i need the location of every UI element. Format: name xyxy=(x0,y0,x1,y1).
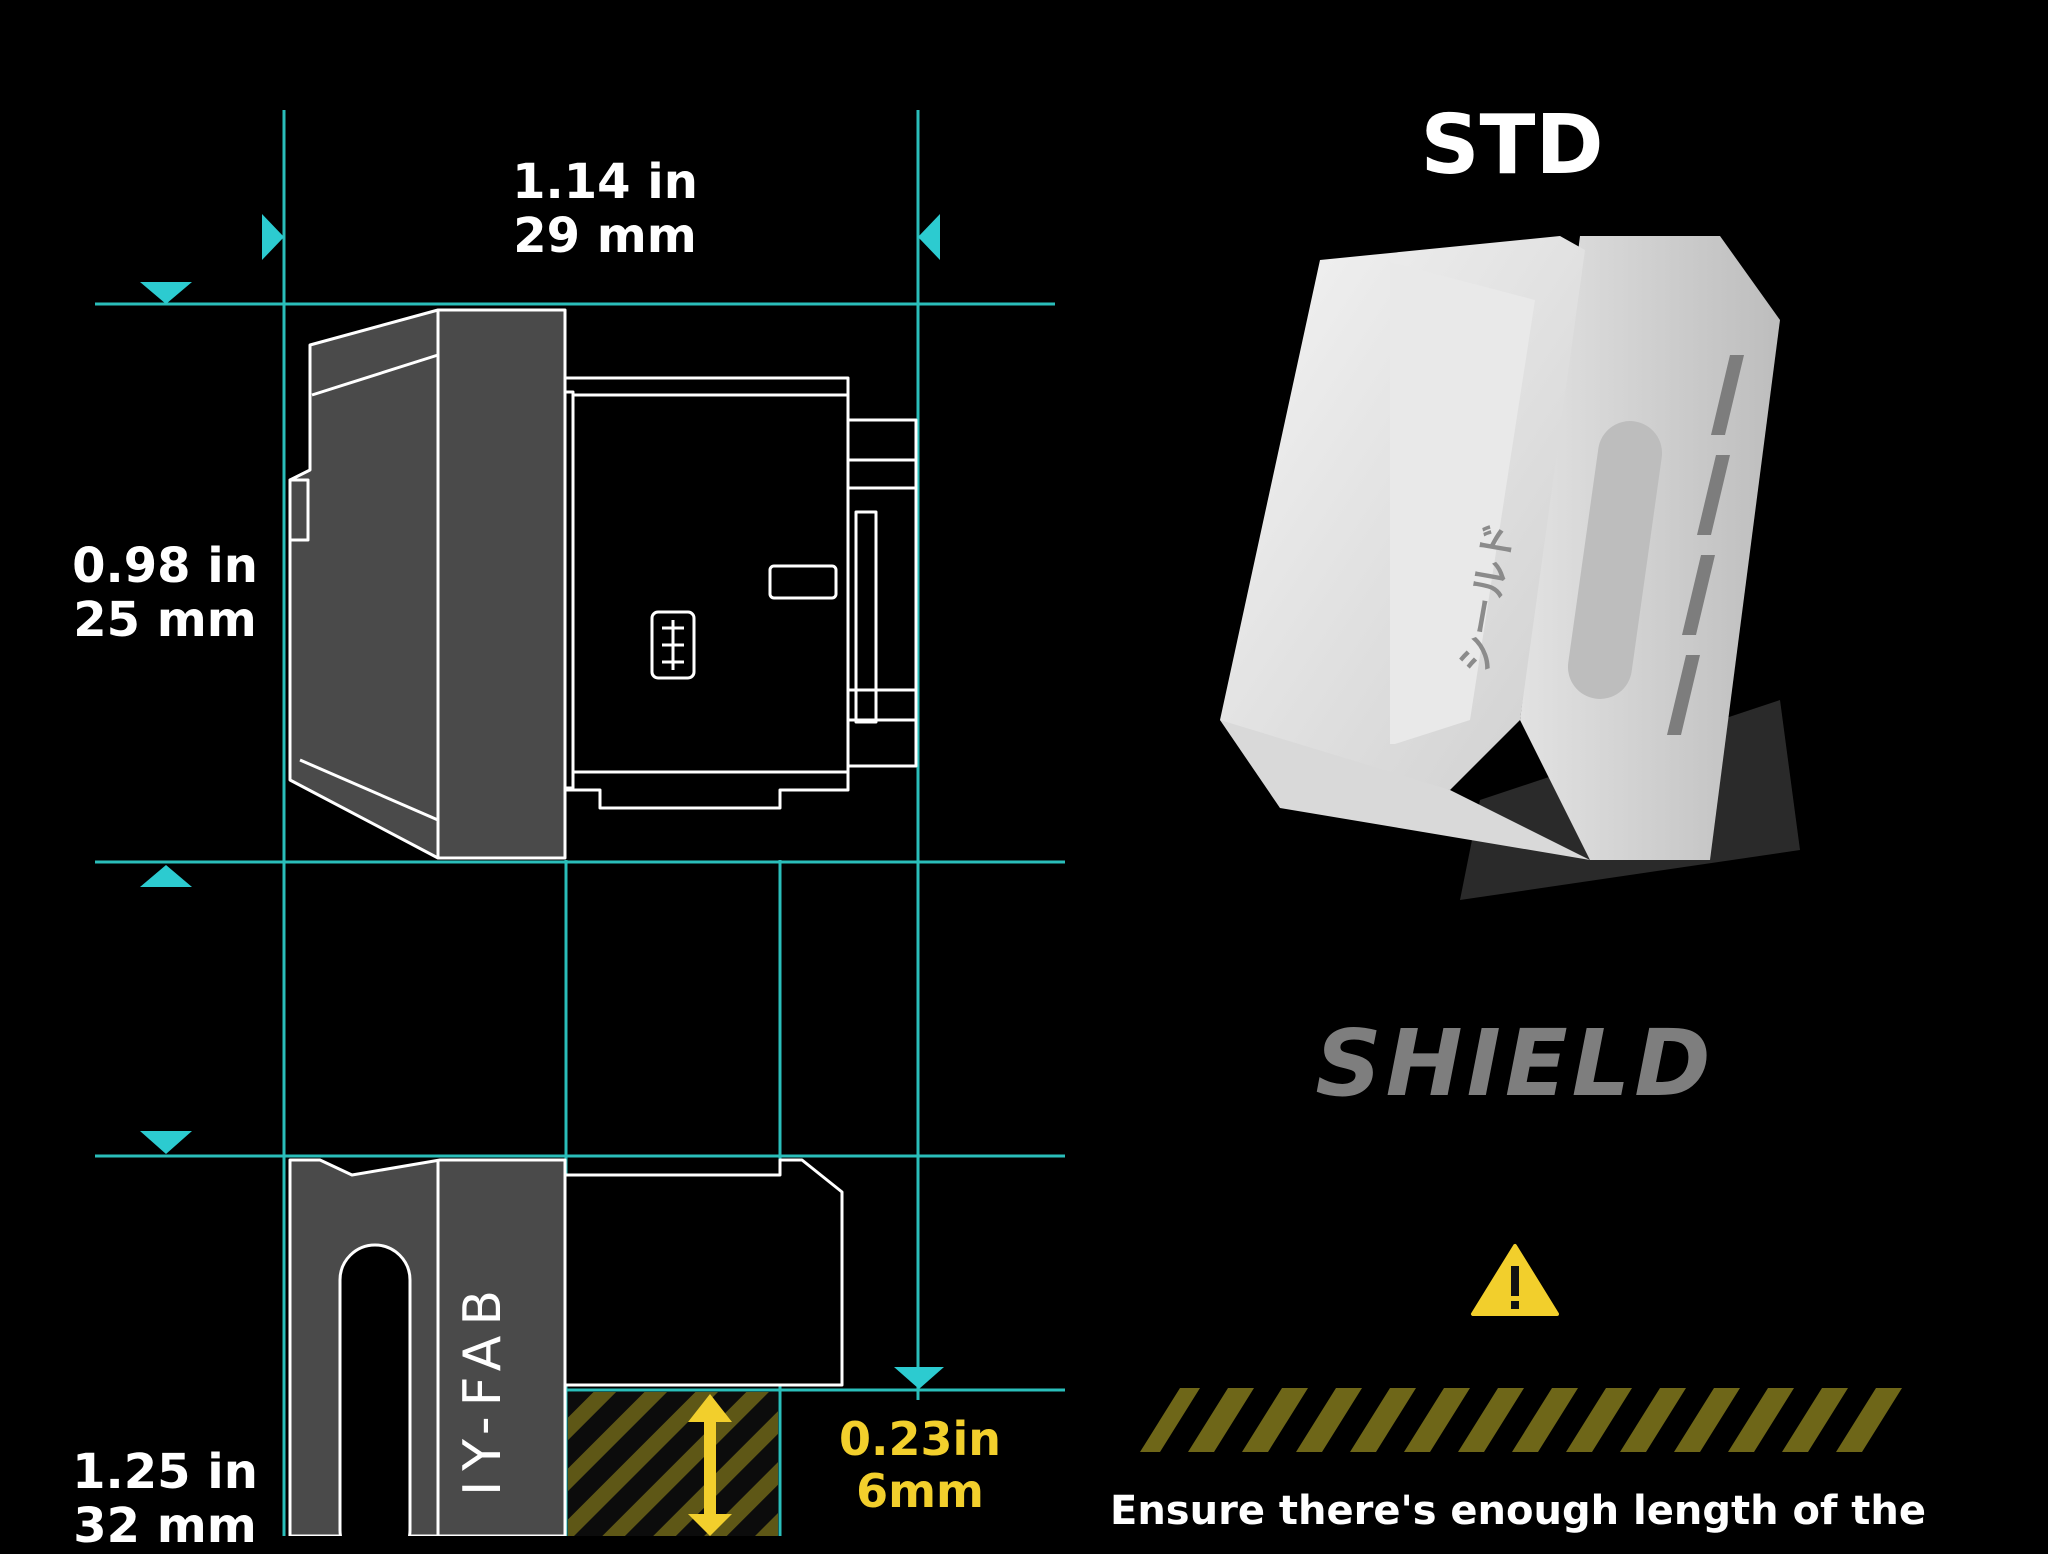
clearance-hatch xyxy=(568,1392,778,1536)
dimension-arrows xyxy=(140,214,944,1389)
height-arrow-bottom xyxy=(140,865,192,887)
height-side-dimension-label: 0.98 in 25 mm xyxy=(60,538,270,648)
warning-text: Ensure there's enough length of the xyxy=(1110,1488,1927,1534)
height-front-mm: 32 mm xyxy=(73,1497,257,1554)
width-arrow-right xyxy=(918,214,940,260)
clearance-in: 0.23in xyxy=(838,1412,1001,1466)
clearance-mm: 6mm xyxy=(856,1463,984,1518)
warning-triangle-icon xyxy=(1471,1244,1559,1316)
vent-slots xyxy=(1667,355,1744,735)
guide-lines xyxy=(95,110,1065,1536)
iy-fab-logo: IY-FAB xyxy=(453,1280,513,1496)
shield-wordmark: SHIELD xyxy=(1315,1010,1714,1117)
product-model-title: STD xyxy=(1420,98,1604,193)
height-side-in: 0.98 in xyxy=(72,538,258,594)
height-side-mm: 25 mm xyxy=(73,591,257,648)
height-arrow-top xyxy=(140,282,192,304)
width-mm: 29 mm xyxy=(513,207,697,264)
clearance-arrow-top xyxy=(894,1367,944,1389)
height-front-dimension-label: 1.25 in 32 mm xyxy=(60,1444,270,1554)
width-dimension-label: 1.14 in 29 mm xyxy=(500,154,710,264)
slot-window xyxy=(1567,421,1663,699)
clearance-double-arrow-icon xyxy=(688,1394,732,1536)
clearance-dimension-label: 0.23in 6mm xyxy=(820,1412,1020,1518)
hazard-stripe-band xyxy=(1140,1388,1902,1452)
side-view-drawing xyxy=(288,308,918,860)
height-front-in: 1.25 in xyxy=(72,1444,258,1500)
front-arrow-top xyxy=(140,1131,192,1154)
width-in: 1.14 in xyxy=(512,154,698,210)
product-render xyxy=(1220,236,1800,900)
width-arrow-left xyxy=(262,214,284,260)
front-view-drawing xyxy=(288,1158,844,1536)
